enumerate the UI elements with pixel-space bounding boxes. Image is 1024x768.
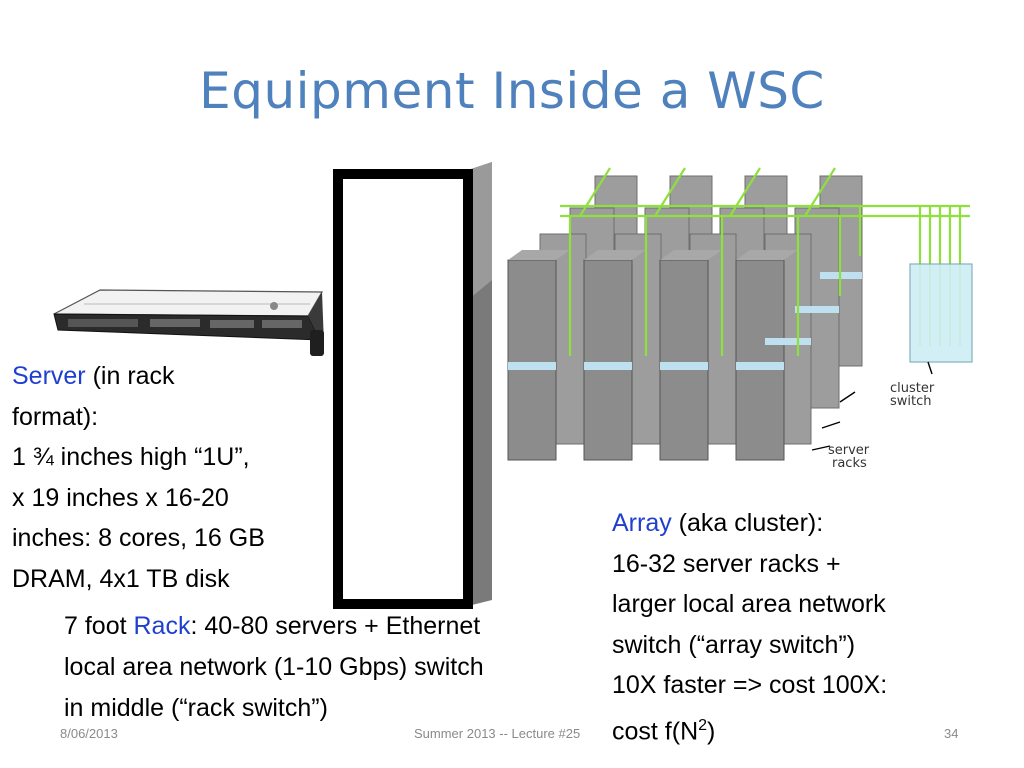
cluster-switch-label-1: cluster [890,381,935,396]
rack-line-2: local area network (1-10 Gbps) switch [64,653,484,681]
array-line6-suffix: ) [707,716,716,745]
rack-image [333,162,492,609]
rack-term: Rack [133,612,191,640]
server-racks-label-2: racks [832,456,867,471]
rack-line1-rest: : 40-80 servers + Ethernet [190,612,481,640]
rack-prefix: 7 foot [64,612,134,640]
server-term: Server [12,362,86,390]
array-line6-prefix: cost f(N [612,716,699,745]
rack-line-3: in middle (“rack switch”) [64,694,328,722]
array-line6-sup: 2 [698,716,708,734]
server-line-3: x 19 inches x 16-20 [12,483,229,512]
array-line1-rest: (aka cluster): [671,509,824,537]
footer-date: 8/06/2013 [60,726,118,741]
footer-page-number: 34 [944,726,959,741]
array-line-2: 16-32 server racks + [612,549,841,578]
server-line-5: DRAM, 4x1 TB disk [12,564,230,593]
server-caption: Server (in rack format): 1 ¾ inches high… [12,356,322,599]
array-line-3: larger local area network [612,590,886,618]
server-line-0: (in rack [85,362,175,390]
slide-title: Equipment Inside a WSC [199,62,825,120]
cluster-switch-label-2: switch [890,394,932,409]
server-image [53,289,324,356]
server-racks-label-1: server [828,443,870,458]
footer-center: Summer 2013 -- Lecture #25 [414,726,581,741]
server-line-2: 1 ¾ inches high “1U”, [12,443,250,471]
array-diagram: cluster switch server racks [507,167,973,471]
array-caption: Array (aka cluster): 16-32 server racks … [612,503,1012,751]
array-line-5: 10X faster => cost 100X: [612,671,888,699]
server-line-4: inches: 8 cores, 16 GB [12,524,265,552]
server-line-1: format): [12,402,99,431]
array-term: Array [612,509,672,537]
rack-caption: 7 foot Rack: 40-80 servers + Ethernet lo… [64,606,604,729]
array-line-4: switch (“array switch”) [612,630,856,659]
